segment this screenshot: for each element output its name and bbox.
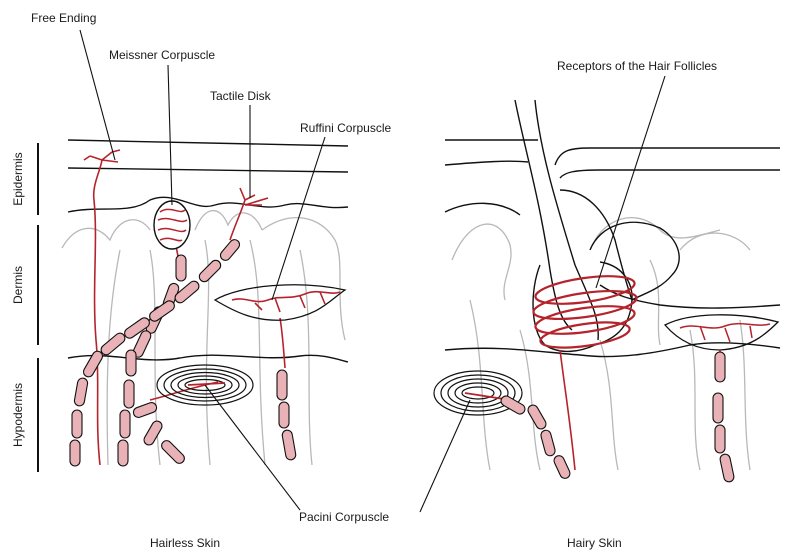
caption-hairless-skin: Hairless Skin [150,536,220,550]
label-tactile-disk: Tactile Disk [210,89,271,103]
hairy-skin-outlines [445,100,780,357]
label-ruffini-corpuscle: Ruffini Corpuscle [300,121,391,135]
ruffini-corpuscle [215,285,345,320]
layer-label-epidermis: Epidermis [11,151,25,207]
hairless-skin-panel [62,140,348,466]
hairless-dermal-tissue [62,211,345,465]
label-pacini-corpuscle: Pacini Corpuscle [299,510,389,524]
label-free-ending: Free Ending [31,11,96,25]
label-meissner-corpuscle: Meissner Corpuscle [109,48,215,62]
layer-label-hypodermis: Hypodermis [11,379,25,451]
hairy-skin-panel [434,100,780,483]
caption-hairy-skin: Hairy Skin [567,536,622,550]
layer-label-dermis: Dermis [11,264,25,306]
label-hair-follicle-receptors: Receptors of the Hair Follicles [557,59,717,73]
meissner-corpuscle [154,201,190,249]
